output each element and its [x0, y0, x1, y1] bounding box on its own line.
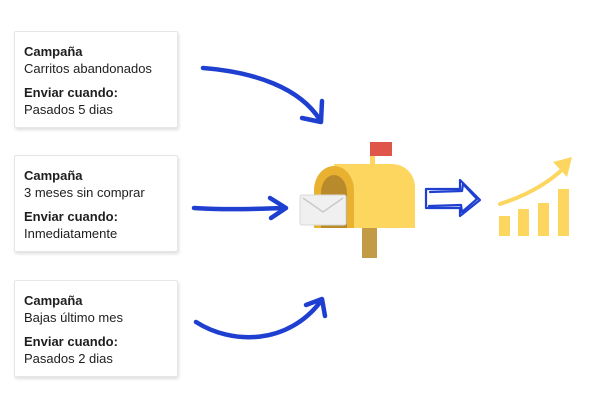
growth-chart-icon: [499, 157, 572, 236]
envelope-icon: [300, 195, 346, 225]
hand-drawn-arrow-icon: [426, 180, 480, 216]
curved-arrow-icon: [196, 299, 325, 337]
curved-arrow-icon: [203, 68, 322, 122]
curved-arrow-icon: [194, 198, 286, 218]
